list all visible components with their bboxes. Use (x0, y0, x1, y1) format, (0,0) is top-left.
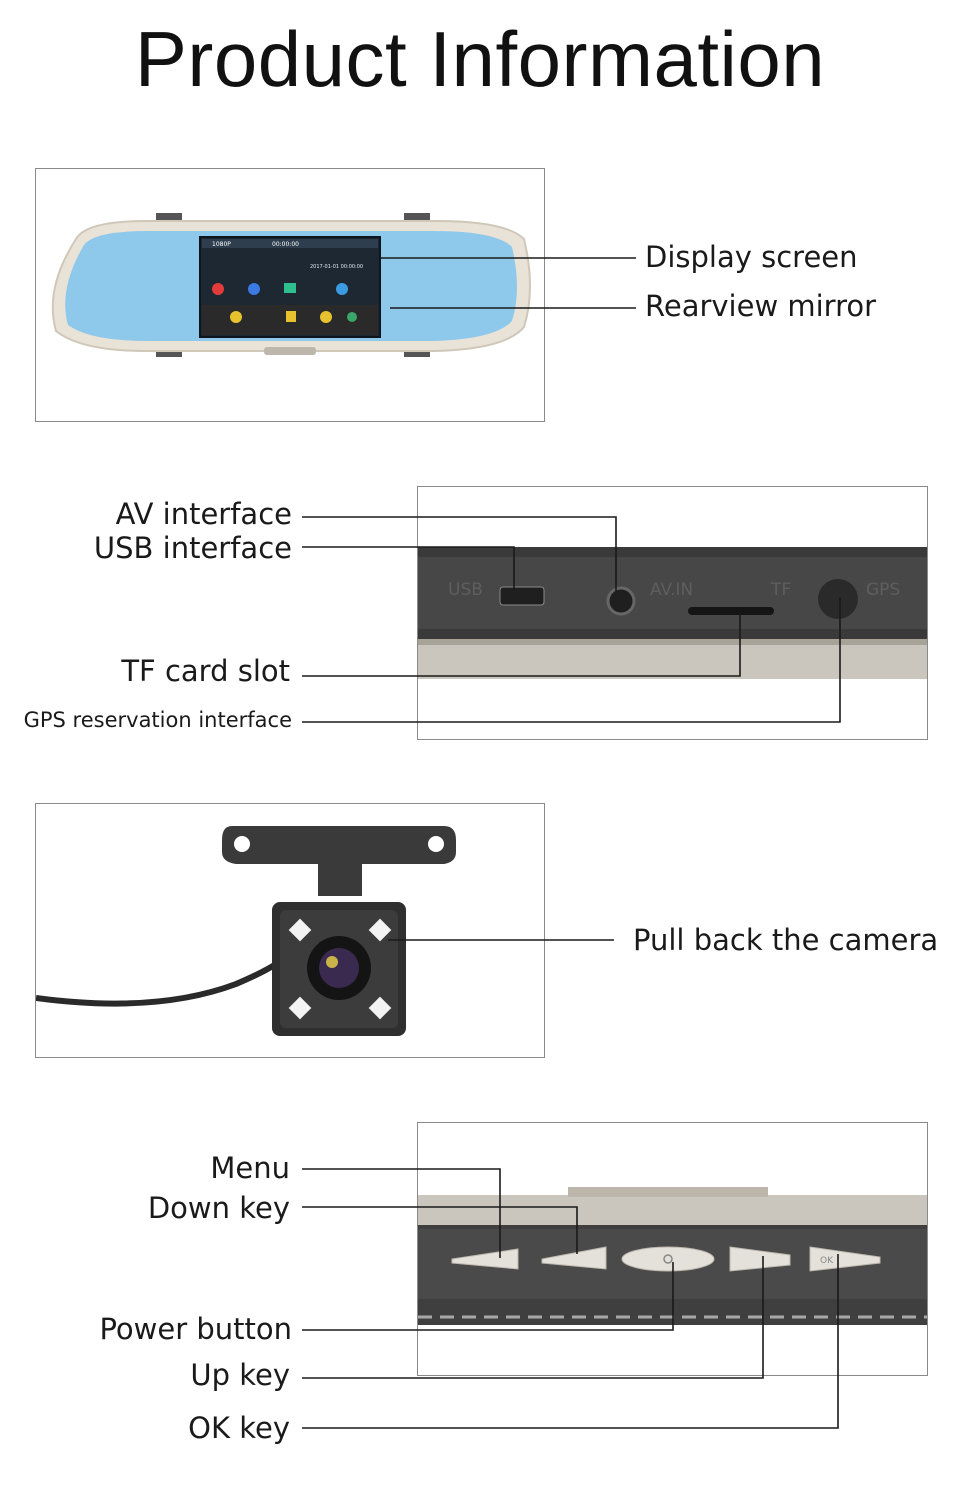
label-gps-interface: GPS reservation interface (23, 708, 292, 732)
label-power-button: Power button (99, 1312, 292, 1346)
lock-icon (286, 311, 296, 322)
screen-status-bar (202, 239, 378, 248)
mic-icon (347, 312, 357, 322)
photo-icon (320, 311, 332, 323)
label-ok-key: OK key (188, 1411, 290, 1445)
camera-lens-inner (319, 948, 359, 988)
bracket-hole (234, 836, 250, 852)
label-pull-back-camera: Pull back the camera (633, 923, 939, 957)
buttons-illustration: OK (418, 1187, 927, 1325)
record-icon (336, 283, 348, 295)
label-display-screen: Display screen (645, 240, 858, 274)
camera-cable (36, 961, 278, 1007)
device-trim (418, 1195, 927, 1225)
camera-icon (284, 283, 296, 293)
gps-port (818, 579, 858, 619)
bracket-hole (428, 836, 444, 852)
tf-printed-label: TF (770, 580, 791, 600)
lens-glint (326, 956, 338, 968)
av-printed-label: AV.IN (650, 580, 693, 600)
label-up-key: Up key (190, 1358, 290, 1392)
label-av-interface: AV interface (115, 497, 292, 531)
camera-illustration (36, 826, 456, 1036)
tf-card-slot (688, 607, 774, 615)
ports-illustration: USB AV.IN TF GPS (418, 547, 927, 679)
settings-icon (212, 283, 224, 295)
usb-printed-label: USB (448, 580, 483, 600)
video-icon (248, 283, 260, 295)
screen-resolution: 1080P (212, 241, 231, 248)
label-rearview-mirror: Rearview mirror (645, 289, 877, 323)
screen-date: 2017-01-01 00:00:00 (310, 264, 363, 270)
av-port (606, 586, 636, 616)
label-usb-interface: USB interface (93, 531, 292, 565)
mirror-photo-panel: 1080P 00:00:00 2017-01-01 00:00:00 (35, 168, 545, 422)
camera-photo-panel (35, 803, 545, 1058)
label-down-key: Down key (147, 1191, 290, 1225)
ports-photo-panel: USB AV.IN TF GPS (417, 486, 928, 740)
usb-port (499, 586, 545, 606)
page-title: Product Information (134, 15, 826, 103)
playback-icon (230, 311, 242, 323)
mirror-illustration: 1080P 00:00:00 2017-01-01 00:00:00 (51, 213, 531, 357)
label-tf-card-slot: TF card slot (121, 654, 290, 688)
ok-printed-label: OK (820, 1256, 834, 1266)
gps-printed-label: GPS (866, 580, 900, 600)
screen-time: 00:00:00 (272, 241, 299, 248)
device-trim-edge (418, 639, 927, 645)
camera-bracket (222, 826, 456, 896)
power-button (621, 1246, 715, 1272)
buttons-photo-panel: OK (417, 1122, 928, 1376)
label-menu: Menu (210, 1151, 290, 1185)
mirror-buttons (264, 347, 316, 355)
device-trim-top (568, 1187, 768, 1197)
